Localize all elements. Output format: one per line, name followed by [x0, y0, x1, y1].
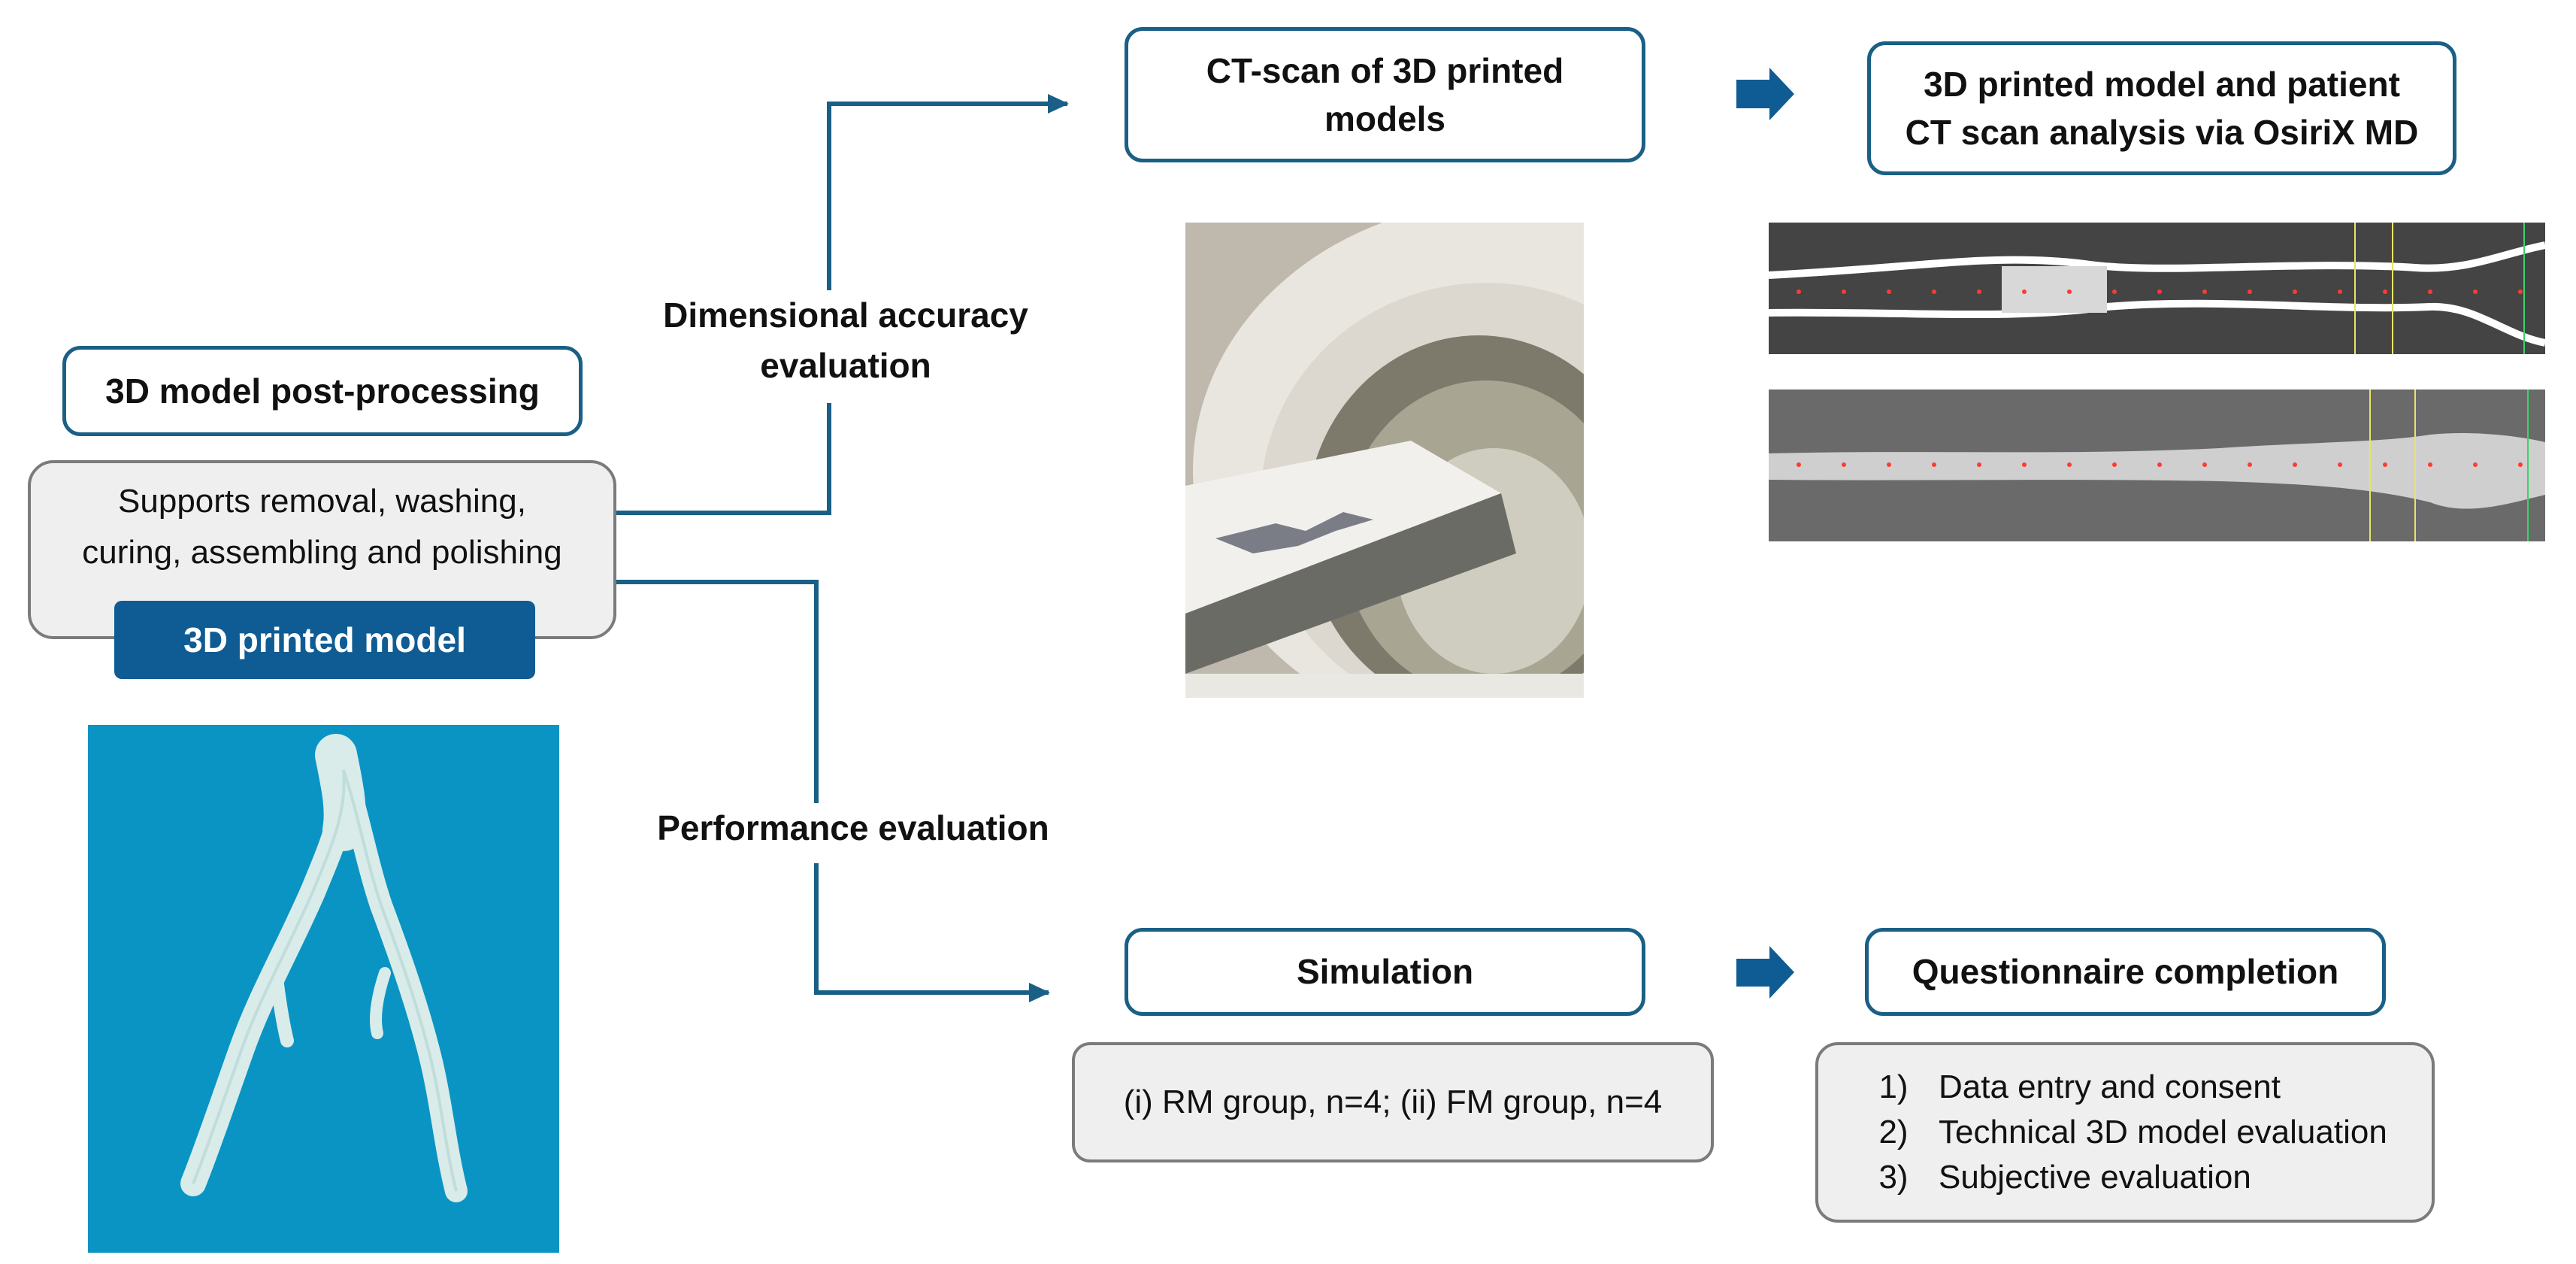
- questionnaire-items-box: 1) Data entry and consent 2) Technical 3…: [1815, 1042, 2435, 1223]
- simulation-title: Simulation: [1296, 952, 1474, 992]
- dimensional-accuracy-line-2: evaluation: [760, 345, 931, 385]
- list-item-text: Subjective evaluation: [1939, 1158, 2251, 1196]
- printed-model-photo: [88, 725, 559, 1253]
- ct-analysis-image-top: [1769, 223, 2545, 354]
- performance-evaluation-text: Performance evaluation: [657, 808, 1049, 847]
- analysis-line-1: 3D printed model and patient: [1924, 64, 2400, 104]
- ct-scan-line-2: models: [1324, 99, 1446, 138]
- list-item-text: Technical 3D model evaluation: [1939, 1114, 2387, 1151]
- questionnaire-title: Questionnaire completion: [1912, 952, 2339, 992]
- performance-evaluation-label: Performance evaluation: [635, 803, 1071, 863]
- post-processing-title-box: 3D model post-processing: [62, 346, 583, 436]
- list-item-number: 3): [1878, 1158, 1909, 1196]
- branch-line-performance: [613, 580, 1050, 1002]
- list-item-number: 2): [1878, 1114, 1909, 1151]
- list-item: 2) Technical 3D model evaluation: [1848, 1110, 2387, 1155]
- ct-scan-box: CT-scan of 3D printed models: [1125, 27, 1645, 162]
- dimensional-accuracy-label: Dimensional accuracy evaluation: [646, 290, 1045, 403]
- questionnaire-box: Questionnaire completion: [1865, 928, 2386, 1016]
- ct-scan-line-1: CT-scan of 3D printed: [1206, 50, 1564, 90]
- dimensional-accuracy-line-1: Dimensional accuracy: [663, 296, 1028, 335]
- ct-scanner-photo: [1185, 223, 1584, 698]
- printed-model-tag: 3D printed model: [114, 601, 535, 679]
- post-processing-line-2: curing, assembling and polishing: [82, 534, 562, 571]
- simulation-box: Simulation: [1125, 928, 1645, 1016]
- simulation-groups-text: (i) RM group, n=4; (ii) FM group, n=4: [1123, 1083, 1663, 1120]
- post-processing-title: 3D model post-processing: [105, 371, 540, 411]
- ct-scanner-illustration: [1185, 223, 1584, 698]
- post-processing-line-1: Supports removal, washing,: [118, 482, 526, 520]
- list-item: 1) Data entry and consent: [1848, 1065, 2281, 1110]
- analysis-line-2: CT scan analysis via OsiriX MD: [1905, 113, 2419, 152]
- list-item-text: Data entry and consent: [1939, 1068, 2281, 1106]
- ct-analysis-image-bottom: [1769, 390, 2545, 541]
- simulation-groups-box: (i) RM group, n=4; (ii) FM group, n=4: [1072, 1042, 1714, 1162]
- analysis-box: 3D printed model and patient CT scan ana…: [1867, 41, 2456, 175]
- ct-analysis-bottom-illustration: [1769, 390, 2545, 541]
- printed-model-tag-label: 3D printed model: [183, 620, 466, 659]
- ct-analysis-top-illustration: [1769, 223, 2545, 354]
- list-item: 3) Subjective evaluation: [1848, 1155, 2251, 1200]
- right-arrow-icon: [1736, 946, 1794, 999]
- right-arrow-icon: [1736, 68, 1794, 120]
- vessel-model-illustration: [180, 734, 468, 1202]
- list-item-number: 1): [1878, 1068, 1909, 1106]
